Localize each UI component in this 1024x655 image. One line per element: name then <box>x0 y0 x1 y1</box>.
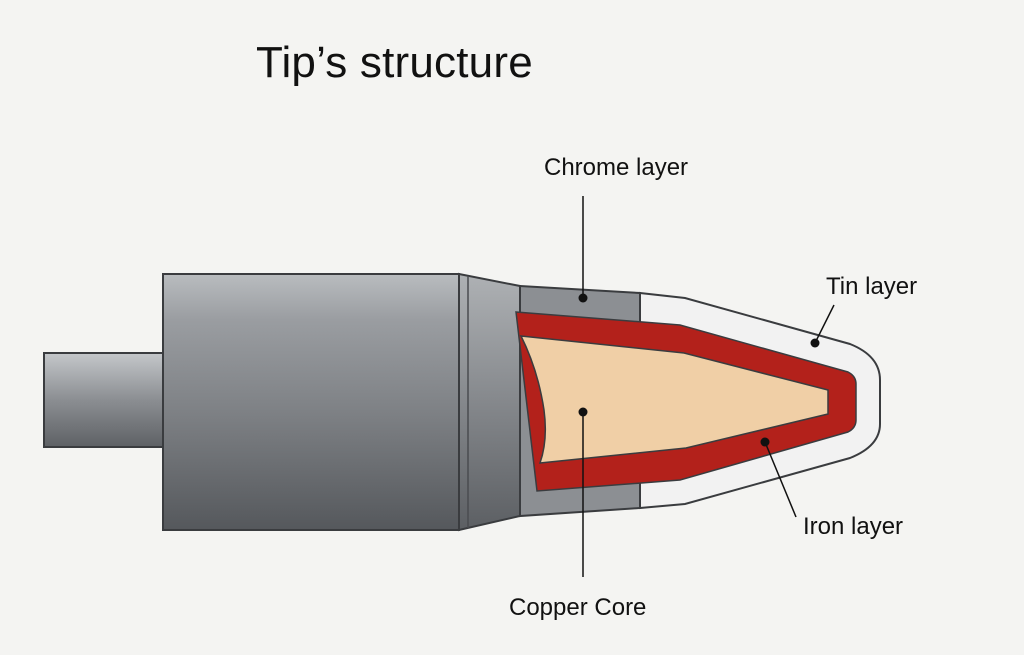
tin-leader-dot <box>810 338 820 348</box>
tip-barrel <box>162 273 460 531</box>
chrome-leader-dot <box>578 293 588 303</box>
iron-leader-line <box>764 441 797 518</box>
tin-layer-label: Tin layer <box>826 273 918 300</box>
copper-leader-dot <box>578 407 588 417</box>
back-pin <box>43 352 169 448</box>
chrome-layer-label: Chrome layer <box>544 154 689 181</box>
iron-leader-dot <box>760 437 770 447</box>
copper-core <box>519 335 829 464</box>
iron-layer-label: Iron layer <box>803 513 904 540</box>
diagram-title: Tip’s structure <box>256 38 533 87</box>
copper-core-label: Copper Core <box>509 594 647 621</box>
tin-leader-line <box>814 304 835 344</box>
